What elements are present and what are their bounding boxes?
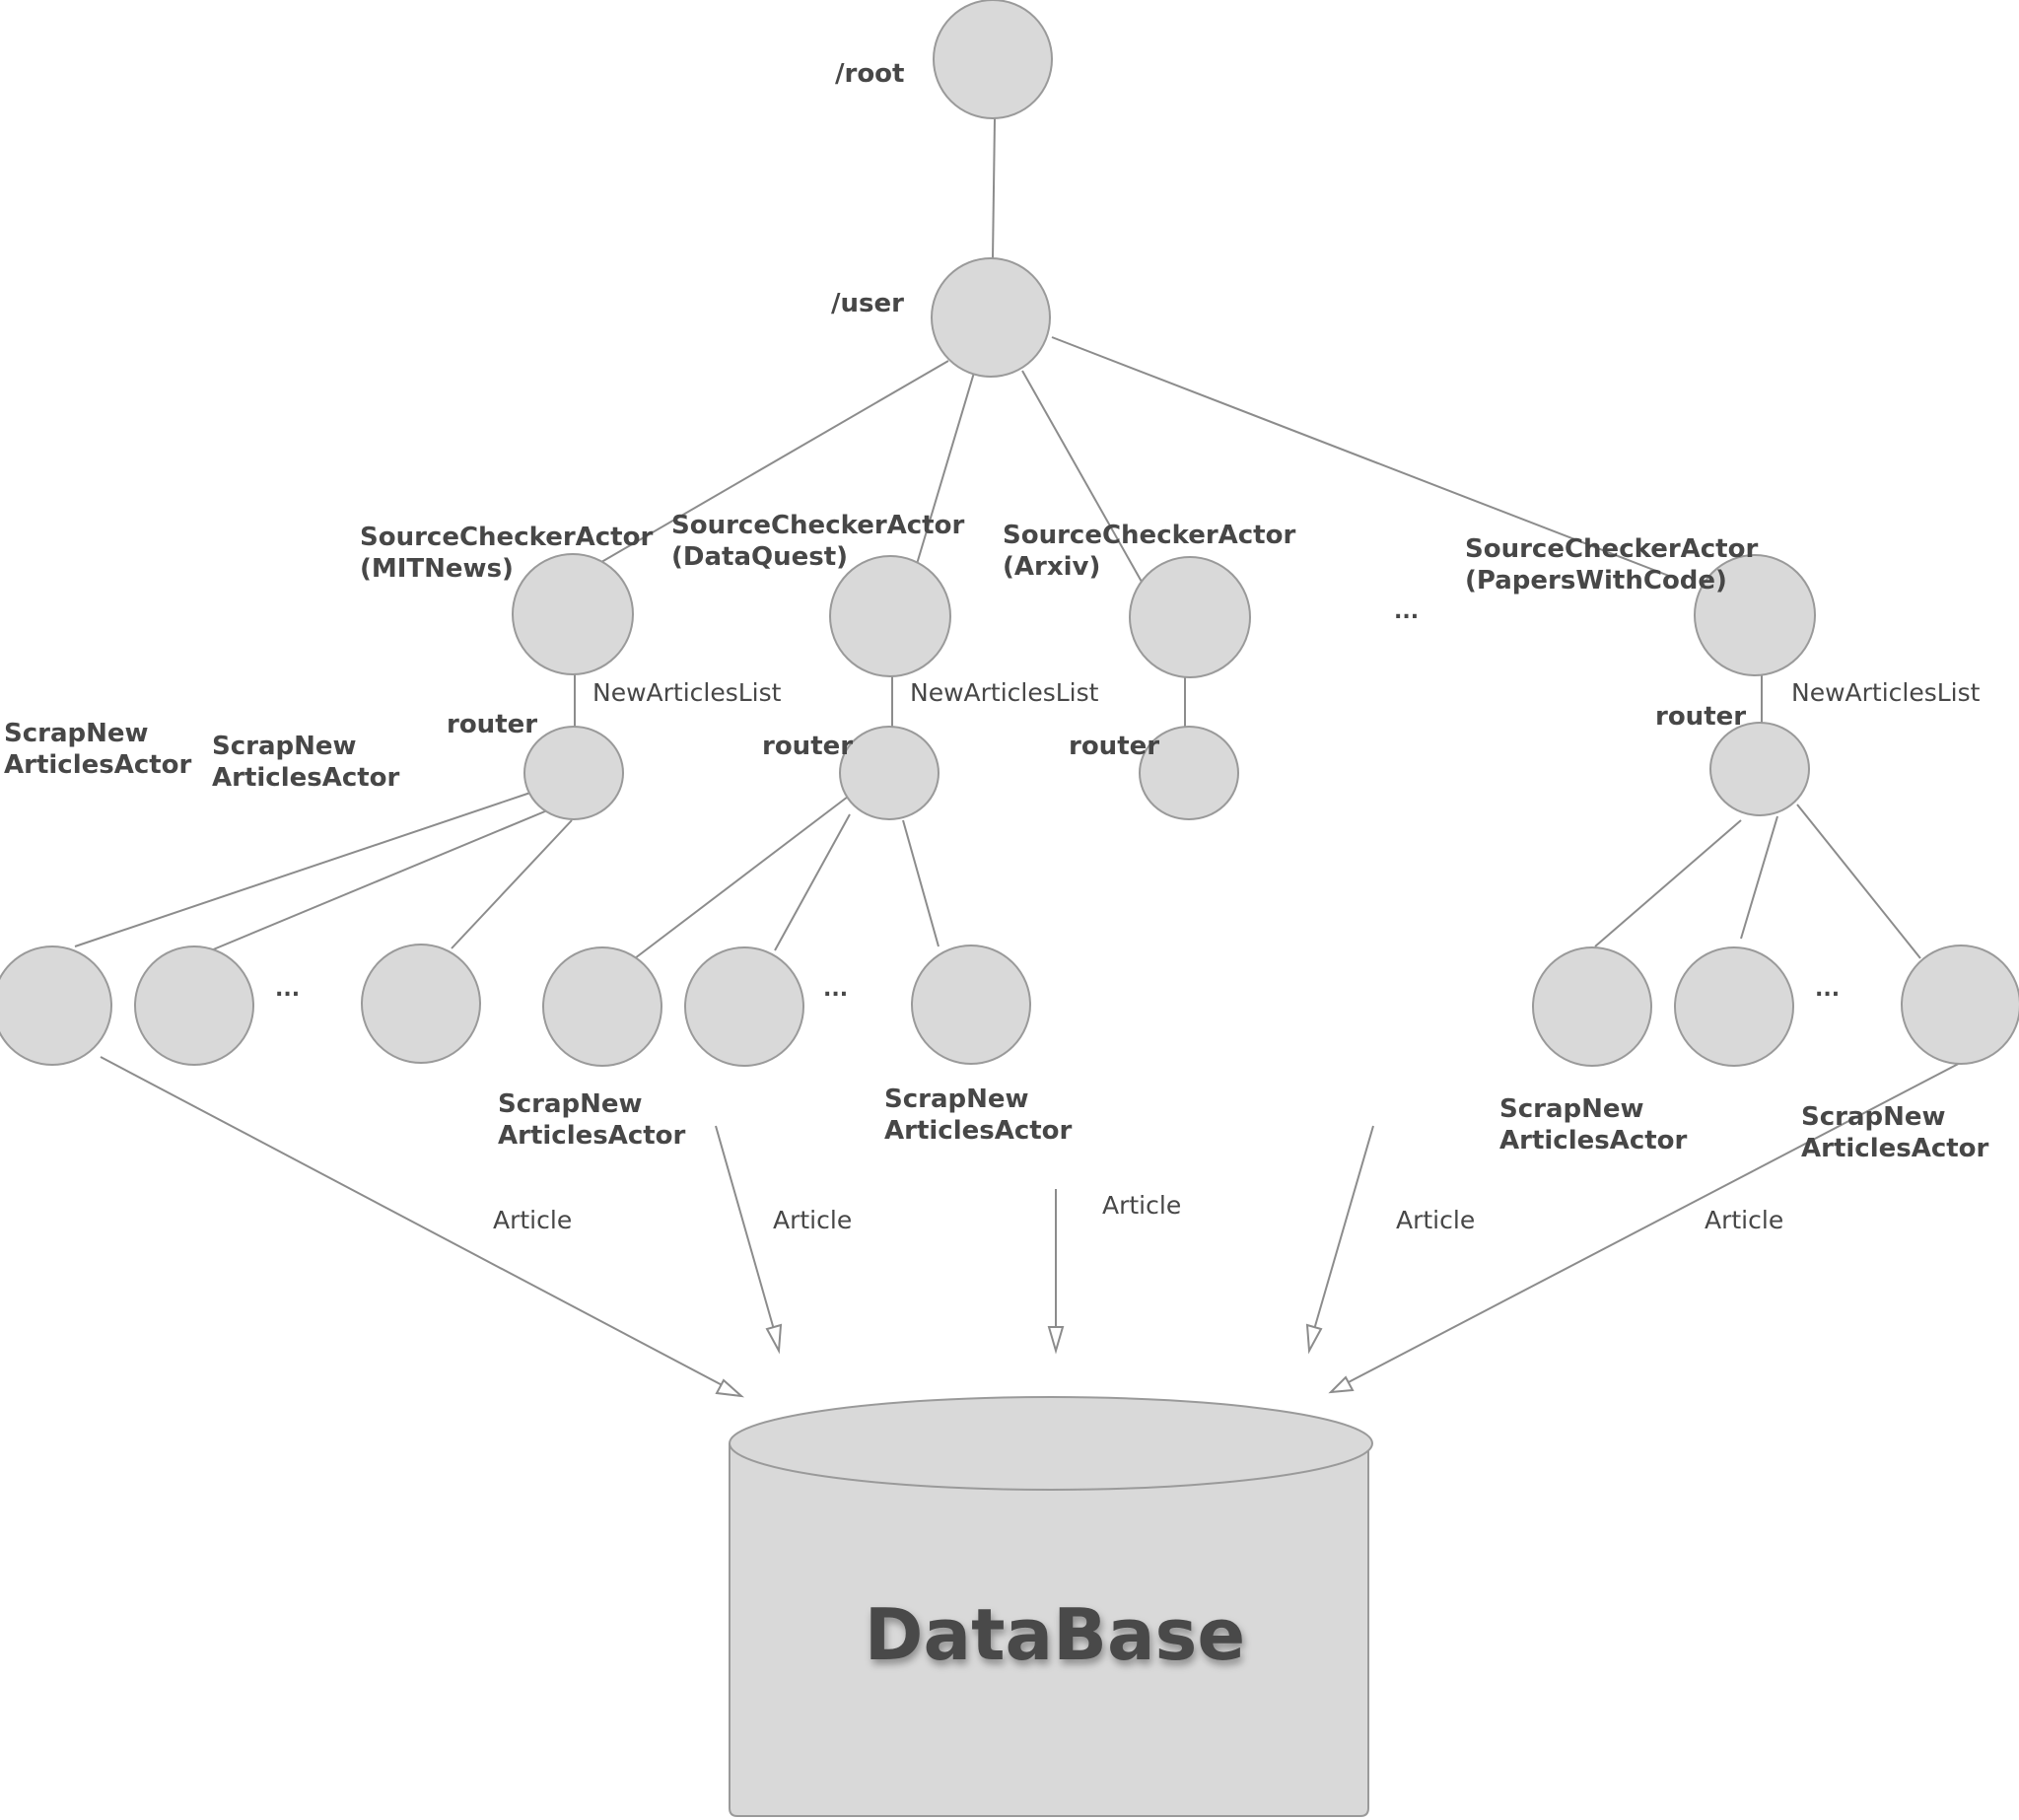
scraper-label-line2: ArticlesActor [498,1121,686,1151]
source-checker-source-label: (PapersWithCode) [1465,566,1727,595]
scraper-label-line1: ScrapNew [1499,1094,1644,1124]
edge-router2-worker [774,813,851,951]
scrap-worker-node[interactable] [542,946,662,1067]
database-body [729,1443,1369,1817]
scraper-label-line2: ArticlesActor [1499,1126,1688,1155]
article-arrow [715,1125,776,1334]
source-checker-name-label: SourceCheckerActor [360,523,653,552]
database-title: DataBase [865,1593,1246,1676]
article-label: Article [1705,1206,1783,1234]
edge-router1-worker [210,807,553,951]
edge-user-paperswithcode [1051,336,1675,579]
more-workers-ellipsis: ... [1815,977,1840,1002]
edge-router4-worker [1796,804,1921,959]
article-label: Article [1396,1206,1475,1234]
scrap-worker-node[interactable] [134,945,254,1066]
scrap-worker-node[interactable] [1532,946,1652,1067]
database[interactable]: DataBase [729,1396,1373,1817]
source-checker-source-label: (DataQuest) [671,542,848,572]
article-label: Article [773,1206,852,1234]
more-workers-ellipsis: ... [275,977,300,1002]
scraper-label-line2: ArticlesActor [884,1116,1073,1146]
database-top [729,1396,1373,1491]
router-node-mitnews[interactable] [523,726,624,820]
user-label: /user [831,289,904,318]
scraper-label-line1: ScrapNew [884,1085,1029,1114]
scraper-label-line1: ScrapNew [4,719,149,748]
scrap-worker-node[interactable] [911,945,1031,1065]
article-arrow [1312,1125,1374,1334]
nodes [0,0,2019,1067]
scrap-worker-node[interactable] [0,945,112,1066]
root-label: /root [835,59,904,89]
scraper-label-line1: ScrapNew [1801,1102,1946,1132]
article-arrowhead [715,1378,745,1398]
source-checker-name-label: SourceCheckerActor [1003,521,1295,550]
more-source-checkers-ellipsis: ... [1394,599,1419,624]
edge-user-mitnews [595,360,949,566]
message-label: NewArticlesList [592,678,782,707]
router-label: router [762,732,853,761]
scraper-label-line1: ScrapNew [498,1089,643,1119]
message-label: NewArticlesList [910,678,1099,707]
labels: /root /user SourceCheckerActor (MITNews)… [4,59,1989,1234]
scraper-label-line2: ArticlesActor [1801,1134,1989,1163]
edges [74,117,1971,1398]
scraper-label-line1: ScrapNew [212,732,357,761]
router-label: router [1655,702,1746,732]
source-checker-mitnews-node[interactable] [512,553,634,675]
more-workers-ellipsis: ... [823,977,848,1002]
edge-root-user [992,117,996,259]
source-checker-dataquest-node[interactable] [829,555,951,677]
article-arrow [100,1056,732,1391]
article-arrowhead [1047,1326,1065,1355]
edge-router4-worker [1740,815,1778,940]
message-label: NewArticlesList [1791,678,1981,707]
source-checker-paperswithcode-node[interactable] [1694,554,1816,676]
article-arrowhead [765,1323,783,1355]
edge-router2-worker [634,796,849,959]
scraper-label-line2: ArticlesActor [4,750,192,780]
edge-router1-worker [451,819,573,949]
article-label: Article [1102,1191,1181,1220]
source-checker-arxiv-node[interactable] [1129,556,1251,678]
article-arrowhead [1328,1375,1355,1394]
scrap-worker-node[interactable] [684,946,804,1067]
article-arrow [1342,1057,1971,1386]
router-label: router [447,710,537,739]
router-label: router [1069,732,1159,761]
source-checker-source-label: (MITNews) [360,554,514,584]
scrap-worker-node[interactable] [361,944,481,1064]
scrap-worker-node[interactable] [1674,946,1794,1067]
edge-router4-worker [1594,819,1742,947]
edge-router2-worker [902,819,940,947]
source-checker-name-label: SourceCheckerActor [1465,534,1758,564]
user-actor-node[interactable] [931,257,1051,378]
root-actor-node[interactable] [933,0,1053,119]
source-checker-source-label: (Arxiv) [1003,552,1100,582]
edge-router1-worker [74,792,531,947]
router-node-paperswithcode[interactable] [1709,722,1810,816]
edge-user-dataquest [916,372,975,565]
article-label: Article [493,1206,572,1234]
article-arrowhead [1305,1323,1323,1355]
edge-user-arxiv [1021,370,1143,583]
router-node-dataquest[interactable] [839,726,940,820]
scrap-worker-node[interactable] [1901,945,2019,1065]
router-node-arxiv[interactable] [1139,726,1239,820]
scraper-label-line2: ArticlesActor [212,763,400,793]
source-checker-name-label: SourceCheckerActor [671,511,964,540]
